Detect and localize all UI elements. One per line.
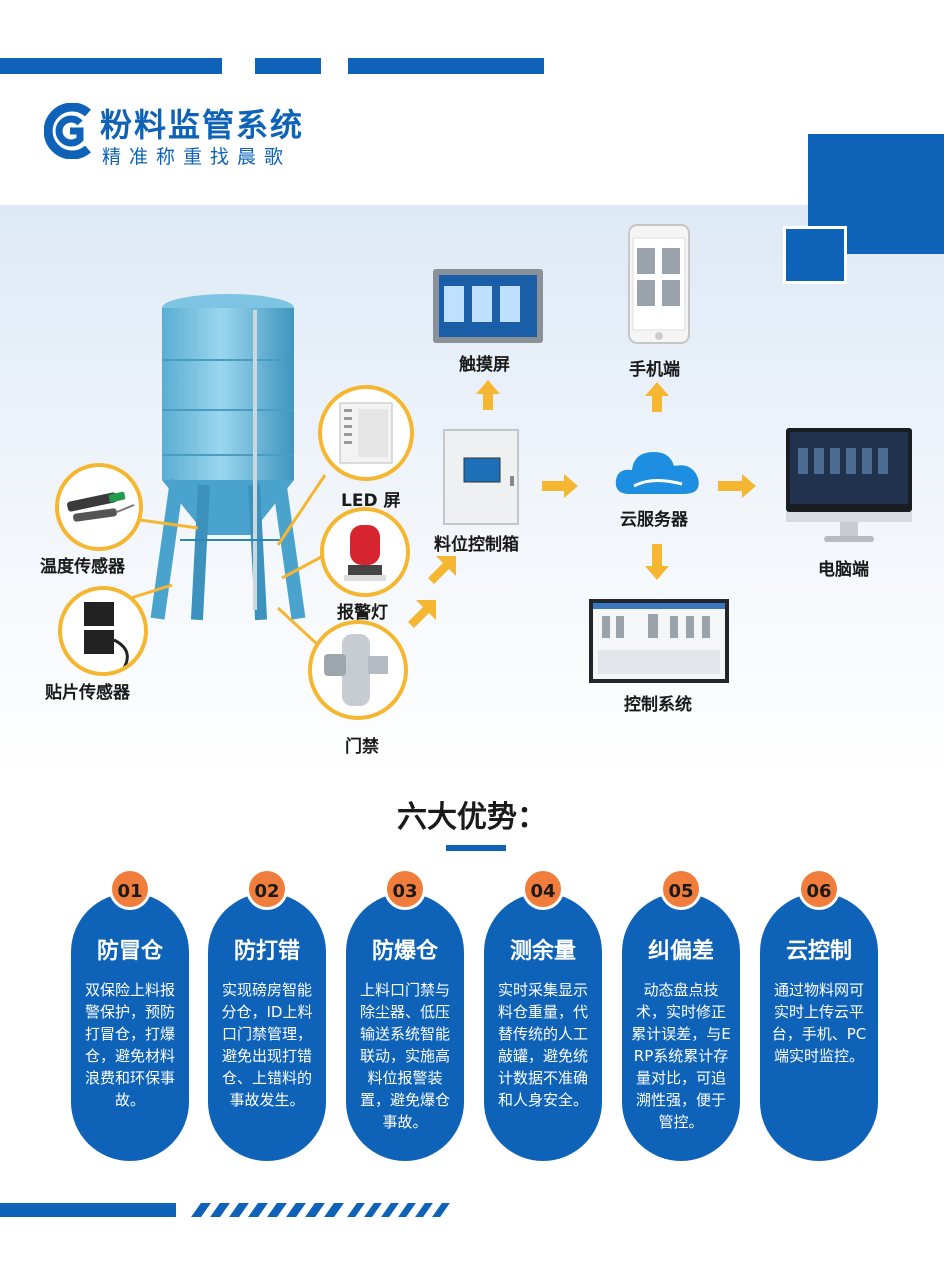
led-screen-label: LED 屏: [341, 491, 401, 511]
arrow-up-to-touch-screen-icon: [476, 380, 500, 410]
brand-title: 粉料监管系统: [100, 106, 305, 144]
mobile-phone-icon: [628, 224, 690, 344]
advantage-badge-4: 04: [522, 868, 564, 910]
pc-monitor-icon: [784, 426, 914, 544]
advantage-card-desc: 动态盘点技术，实时修正累计误差，与ERP系统累计存量对比，可追溯性强，便于管控。: [631, 981, 731, 1131]
deco-square-small: [783, 226, 847, 284]
brand-subtitle: 精准称重找晨歌: [102, 146, 292, 168]
led-screen-icon: [339, 402, 393, 464]
access-control-label: 门禁: [345, 737, 379, 757]
advantages-title: 六大优势：: [397, 800, 547, 835]
advantage-badge-5: 05: [660, 868, 702, 910]
control-box-icon: [442, 428, 520, 526]
access-control-circle: [308, 620, 408, 720]
advantage-badge-6: 06: [798, 868, 840, 910]
advantage-card-desc: 实时采集显示料仓重量，代替传统的人工敲罐，避免统计数据不准确和人身安全。: [497, 981, 588, 1109]
patch-sensor-circle: [58, 586, 148, 676]
advantage-card-6: 云控制 通过物料网可实时上传云平台，手机、PC端实时监控。: [760, 893, 878, 1161]
patch-sensor-icon: [84, 602, 129, 669]
top-bar-3: [348, 58, 544, 74]
advantage-card-desc: 通过物料网可实时上传云平台，手机、PC端实时监控。: [771, 981, 867, 1065]
cloud-server-label: 云服务器: [620, 510, 688, 530]
advantage-card-2: 防打错 实现磅房智能分仓，ID上料口门禁管理，避免出现打错仓、上错料的事故发生。: [208, 893, 326, 1161]
gate-device-icon: [324, 634, 388, 706]
silo-illustration: [150, 290, 310, 630]
alarm-light-circle: [320, 507, 410, 597]
advantage-card-1: 防冒仓 双保险上料报警保护，预防打冒仓，打爆仓，避免材料浪费和环保事故。: [71, 893, 189, 1161]
advantage-card-title: 防打错: [233, 939, 300, 964]
control-system-label: 控制系统: [624, 695, 692, 715]
advantage-card-title: 防冒仓: [96, 939, 163, 964]
advantage-card-desc: 双保险上料报警保护，预防打冒仓，打爆仓，避免材料浪费和环保事故。: [84, 981, 175, 1109]
temp-sensor-label: 温度传感器: [40, 557, 125, 577]
temp-sensor-circle: [55, 463, 143, 551]
alarm-light-label: 报警灯: [337, 603, 388, 623]
advantages-title-underline: [446, 845, 506, 851]
control-box-label: 料位控制箱: [434, 535, 519, 555]
brand-logo-icon: [43, 102, 96, 160]
arrow-right-to-pc-icon: [718, 474, 756, 498]
cloud-server-icon: [612, 440, 704, 500]
arrow-up-from-gate-icon: [408, 600, 436, 628]
top-bar-2: [255, 58, 321, 74]
advantage-card-title: 纠偏差: [647, 939, 714, 964]
pc-label: 电脑端: [818, 560, 869, 580]
bottom-bar: [0, 1203, 176, 1217]
patch-sensor-label: 贴片传感器: [45, 683, 130, 703]
advantage-card-4: 测余量 实时采集显示料仓重量，代替传统的人工敲罐，避免统计数据不准确和人身安全。: [484, 893, 602, 1161]
advantage-card-3: 防爆仓 上料口门禁与除尘器、低压输送系统智能联动，实施高料位报警装置，避免爆仓事…: [346, 893, 464, 1161]
touch-screen-label: 触摸屏: [459, 355, 510, 375]
control-system-screen-icon: [588, 598, 730, 684]
temp-sensor-icon: [67, 491, 135, 522]
top-bar-1: [0, 58, 222, 74]
alarm-light-icon: [344, 525, 386, 581]
advantage-card-title: 测余量: [509, 939, 576, 964]
advantage-card-desc: 实现磅房智能分仓，ID上料口门禁管理，避免出现打错仓、上错料的事故发生。: [221, 981, 313, 1109]
mobile-label: 手机端: [629, 360, 680, 380]
touch-screen-icon: [432, 268, 544, 344]
advantage-card-title: 云控制: [785, 939, 852, 964]
arrow-up-to-control-box-icon: [428, 556, 456, 584]
advantage-badge-2: 02: [246, 868, 288, 910]
led-screen-circle: [318, 385, 414, 481]
arrow-up-to-mobile-icon: [645, 382, 669, 412]
advantage-card-desc: 上料口门禁与除尘器、低压输送系统智能联动，实施高料位报警装置，避免爆仓事故。: [359, 981, 450, 1131]
advantage-card-title: 防爆仓: [371, 939, 438, 964]
advantage-badge-1: 01: [109, 868, 151, 910]
advantage-badge-3: 03: [384, 868, 426, 910]
advantage-card-5: 纠偏差 动态盘点技术，实时修正累计误差，与ERP系统累计存量对比，可追溯性强，便…: [622, 893, 740, 1161]
arrow-right-to-cloud-icon: [542, 474, 578, 498]
arrow-down-to-control-system-icon: [645, 544, 669, 580]
